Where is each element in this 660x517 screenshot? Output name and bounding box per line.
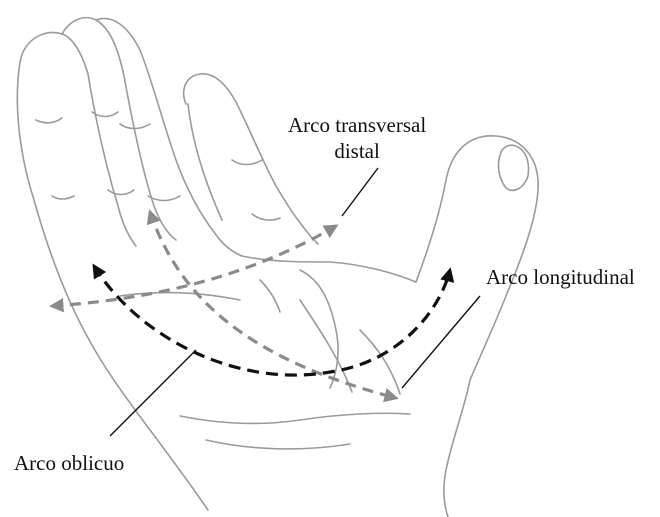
oblique-arch xyxy=(150,212,396,398)
thumb-nail xyxy=(499,145,529,190)
transversal-label-line1: Arco transversal xyxy=(288,112,426,138)
transversal-arch-label: Arco transversal distal xyxy=(288,112,426,164)
longitudinal-arch-label: Arco longitudinal xyxy=(486,264,635,290)
thumb xyxy=(416,136,538,380)
transversal-label-line2: distal xyxy=(288,138,426,164)
longitudinal-leader-line xyxy=(402,296,480,388)
longitudinal-arch xyxy=(94,266,450,375)
transversal-leader-line xyxy=(342,168,378,216)
oblique-arch-label: Arco oblicuo xyxy=(14,450,124,476)
